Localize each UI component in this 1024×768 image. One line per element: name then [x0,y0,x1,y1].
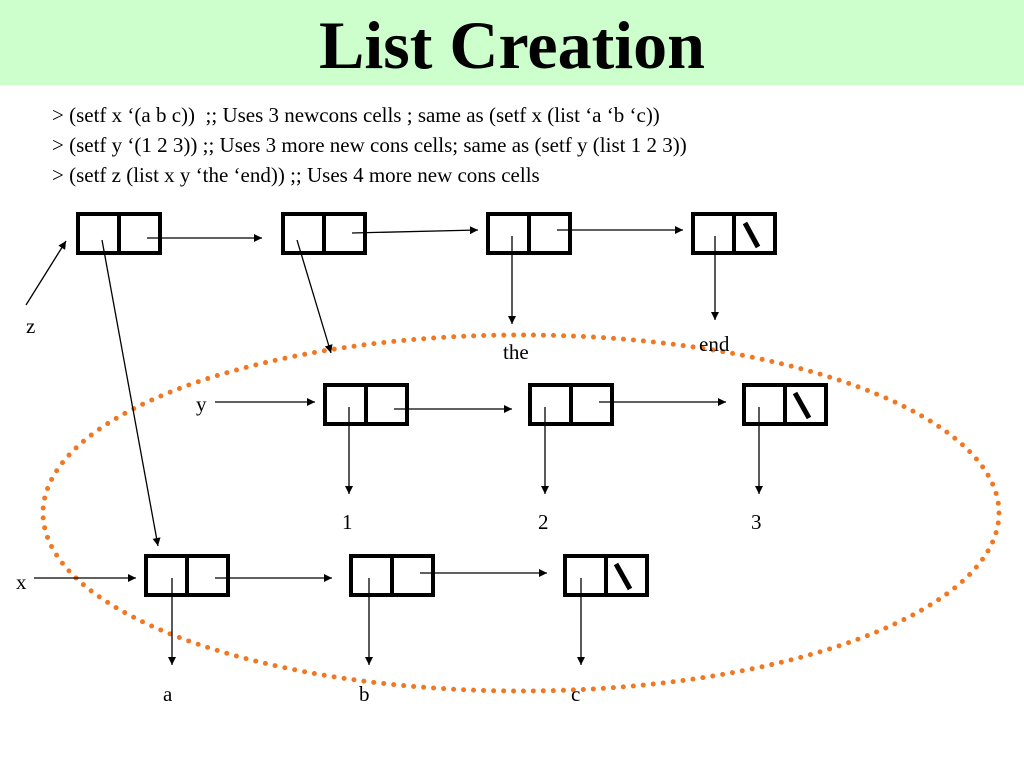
y-list [323,383,828,426]
x-list [144,554,649,597]
slide-title: List Creation [319,7,705,83]
code-line-setf-y: > (setf y ‘(1 2 3)) ;; Uses 3 more new c… [52,133,687,157]
atom-label-3: 3 [751,510,762,534]
atom-label-2: 2 [538,510,549,534]
atom-label-the: the [503,340,529,364]
x-list-arrows [34,569,585,665]
atom-label-a: a [163,682,173,706]
atom-label-end: end [699,332,730,356]
nil-marker [613,562,633,591]
nil-marker [742,221,761,249]
var-label-y: y [196,392,207,416]
var-label-x: x [16,570,27,594]
var-label-z: z [26,314,35,338]
code-line-setf-z: > (setf z (list x y ‘the ‘end)) ;; Uses … [52,163,540,187]
z-list [76,212,777,255]
y-list-arrows [215,398,763,494]
atom-label-b: b [359,682,370,706]
title-bar [0,0,1024,85]
atom-label-1: 1 [342,510,353,534]
shared-cells-ellipse [40,332,1002,694]
nil-marker [792,391,812,420]
code-lines: > (setf x ‘(a b c)) ;; Uses 3 newcons ce… [52,100,687,190]
atom-label-c: c [571,682,580,706]
code-line-setf-x: > (setf x ‘(a b c)) ;; Uses 3 newcons ce… [52,103,660,127]
z-list-arrows [25,226,719,547]
